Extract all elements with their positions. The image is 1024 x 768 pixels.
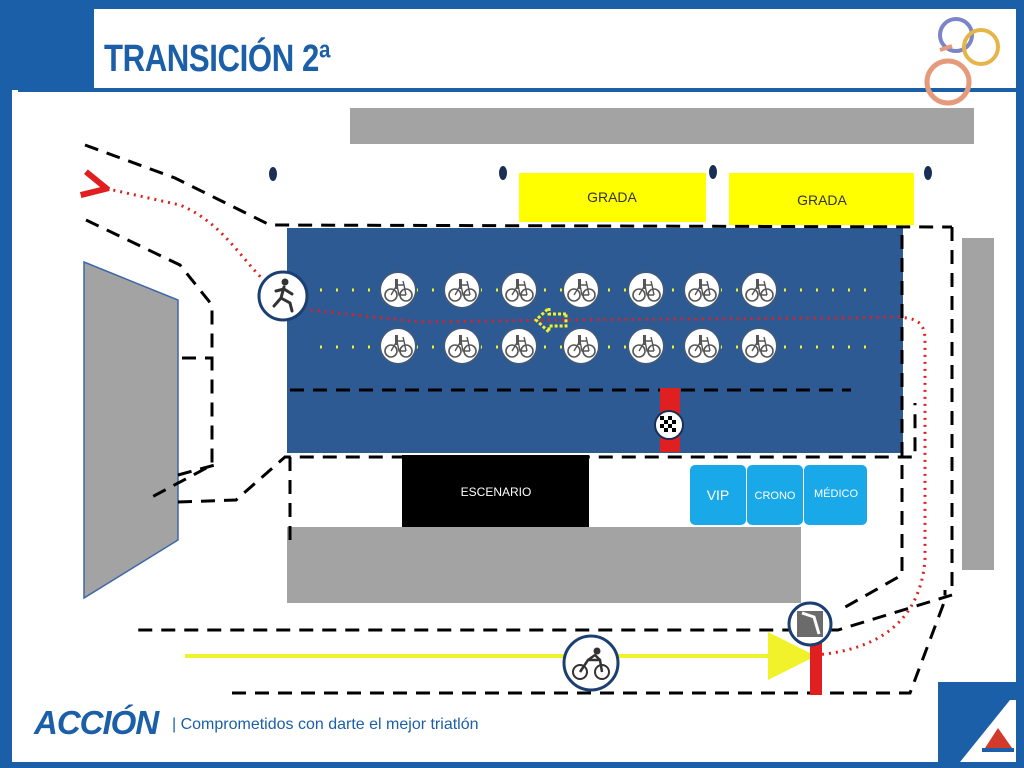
bicycle-icon — [379, 327, 417, 365]
bicycle-icon — [740, 271, 778, 309]
cyclist-icon — [562, 634, 620, 692]
bicycle-icon — [562, 271, 600, 309]
crono-label: CRONO — [755, 490, 796, 502]
bottom-building — [287, 527, 801, 603]
medico-label: MÉDICO — [814, 487, 858, 500]
olympic-rings-logo — [924, 17, 1000, 106]
right-building — [962, 238, 994, 570]
bicycle-icon — [683, 271, 721, 309]
bicycle-icon — [562, 327, 600, 365]
bicycle-icon — [443, 327, 481, 365]
dismount-icon — [787, 601, 833, 647]
vip-label: VIP — [707, 487, 730, 503]
brand-logo: ACCIÓN — [34, 704, 159, 741]
stage — [402, 455, 589, 527]
stand-right — [729, 173, 914, 225]
page-title: TRANSICIÓN 2ª — [104, 38, 331, 80]
posts — [269, 165, 932, 181]
stand-label-2: GRADA — [797, 192, 847, 208]
fence-lines — [84, 143, 954, 695]
left-building — [83, 260, 179, 600]
runner-icon — [257, 270, 309, 322]
bicycle-icon — [500, 271, 538, 309]
finish-flag-icon — [654, 410, 684, 440]
dismount-line — [810, 640, 822, 695]
bicycle-icon — [500, 327, 538, 365]
bicycle-icon — [379, 271, 417, 309]
top-building — [350, 108, 974, 144]
run-route — [95, 186, 927, 657]
stand-label-1: GRADA — [587, 189, 637, 205]
bicycle-icon — [740, 327, 778, 365]
bicycle-icon — [627, 327, 665, 365]
bicycle-icon — [443, 271, 481, 309]
bicycle-icon — [627, 271, 665, 309]
footer-slogan: | Comprometidos con darte el mejor triat… — [172, 716, 479, 733]
stand-left — [519, 173, 706, 222]
medico-box — [804, 465, 867, 525]
vip-box — [690, 465, 746, 525]
bicycle-icon — [683, 327, 721, 365]
crono-box — [747, 465, 803, 525]
corner-logo — [982, 728, 1014, 752]
direction-arrow — [533, 304, 568, 336]
stage-label: ESCENARIO — [461, 485, 532, 499]
